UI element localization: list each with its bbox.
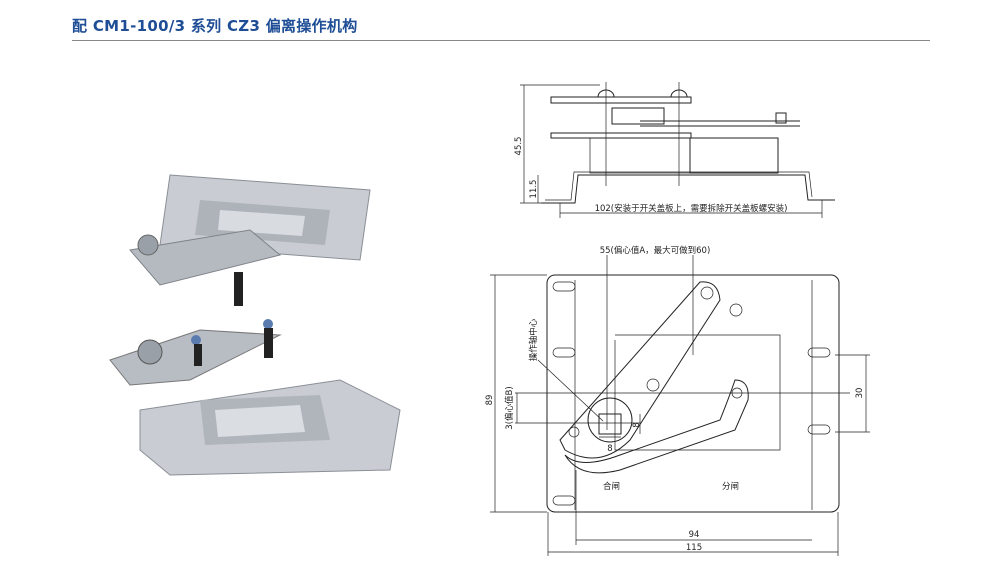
side-view-drawing — [520, 82, 835, 218]
product-photo — [109, 174, 401, 476]
dim-eccentric-a: 55(偏心值A，最大可做到60) — [600, 245, 711, 256]
side-dim-width: 102(安装于开关盖板上，需要拆除开关盖板螺安装) — [595, 203, 788, 214]
side-dim-base: 11.5 — [529, 180, 539, 199]
dim-hole-spacing: 30 — [855, 388, 865, 399]
dim-eccentric-b: 3(偏心值B) — [504, 386, 515, 429]
label-open: 分闸 — [722, 482, 739, 492]
side-dim-height: 45.5 — [514, 137, 524, 156]
dim-outer-width: 115 — [686, 543, 702, 553]
dim-front-height: 89 — [485, 395, 495, 406]
label-close: 合闸 — [603, 481, 620, 492]
title-divider — [72, 40, 930, 41]
dim-inner-width: 94 — [689, 530, 700, 540]
front-view-drawing — [490, 255, 870, 556]
dim-square-h: 8 — [632, 422, 642, 427]
label-shaft-center: 操作轴中心 — [528, 318, 539, 361]
dim-square-w: 8 — [607, 444, 612, 454]
page-title: 配 CM1-100/3 系列 CZ3 偏离操作机构 — [72, 17, 358, 35]
